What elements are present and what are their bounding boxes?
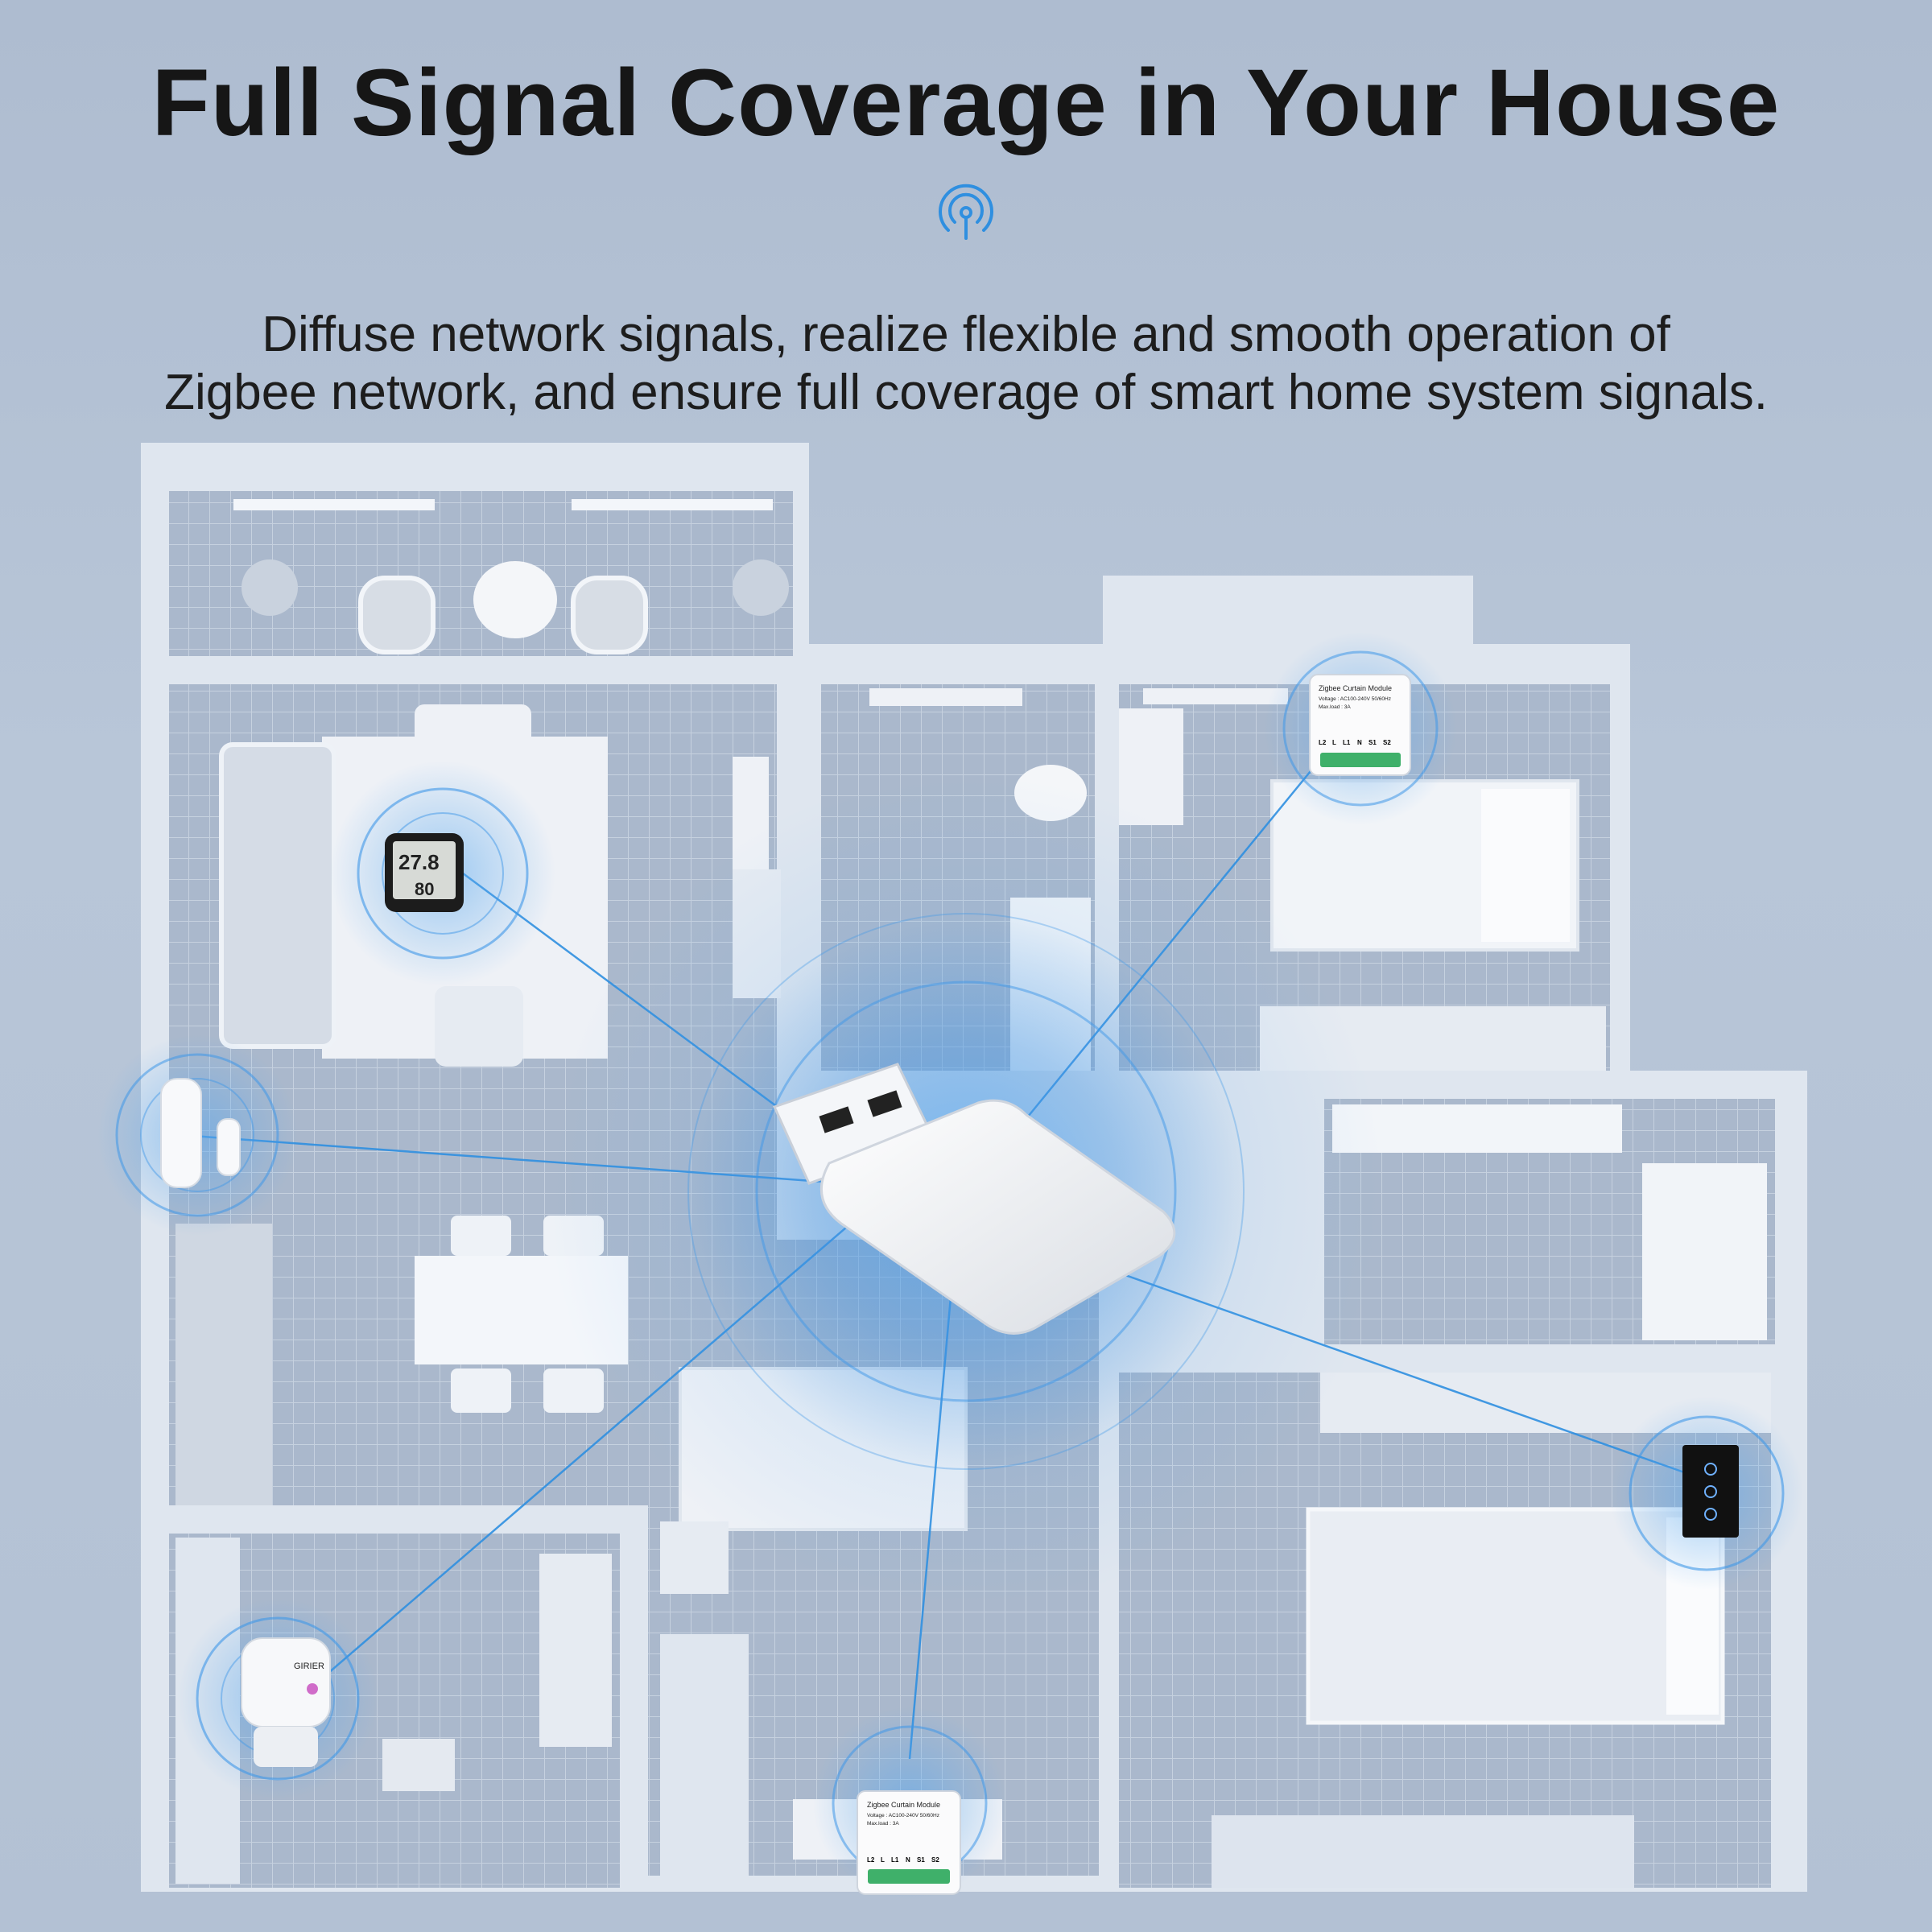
subtext-line-2: Zigbee network, and ensure full coverage… (164, 365, 1768, 420)
balcony (169, 491, 793, 656)
curtain-bottom-terminals: L2 L L1 N S1 S2 (867, 1856, 939, 1864)
smart-plug-brand: GIRIER (294, 1662, 324, 1671)
curtain-top-voltage: Voltage : AC100-240V 50/60Hz (1319, 696, 1391, 702)
terminal-label: L2 (867, 1856, 875, 1864)
curtain-bottom-title: Zigbee Curtain Module (867, 1801, 940, 1809)
curtain-top-terminals: L2 L L1 N S1 S2 (1319, 739, 1391, 746)
terminal-label: N (1357, 739, 1362, 746)
thermometer-temperature: 27.8 (398, 850, 440, 874)
terminal-label: S1 (1368, 739, 1377, 746)
bedroom-bottom (1119, 1373, 1771, 1888)
terminal-label: S2 (931, 1856, 939, 1864)
terminal-label: S1 (917, 1856, 925, 1864)
curtain-bottom-maxload: Max.load : 3A (867, 1821, 899, 1827)
curtain-top-title: Zigbee Curtain Module (1319, 684, 1392, 692)
terminal-label: L1 (1343, 739, 1351, 746)
curtain-module-top (1264, 632, 1457, 825)
curtain-top-maxload: Max.load : 3A (1319, 704, 1351, 710)
terminal-label: L1 (891, 1856, 899, 1864)
zigbee-usb-dongle (772, 1063, 1176, 1335)
terminal-label: L (1332, 739, 1336, 746)
closet-room (1324, 1099, 1775, 1344)
terminal-label: S2 (1383, 739, 1391, 746)
door-sensor-device (97, 1034, 298, 1236)
terminal-label: N (906, 1856, 910, 1864)
curtain-module-bottom (813, 1707, 1006, 1900)
curtain-bottom-voltage: Voltage : AC100-240V 50/60Hz (867, 1813, 939, 1818)
subtext: Diffuse network signals, realize flexibl… (80, 306, 1852, 422)
subtext-line-1: Diffuse network signals, realize flexibl… (262, 307, 1670, 362)
smart-plug-device (177, 1598, 378, 1799)
wall-switch-device (1610, 1397, 1803, 1590)
headline: Full Signal Coverage in Your House (151, 50, 1781, 156)
thermometer-device (330, 761, 555, 986)
terminal-label: L (881, 1856, 885, 1864)
terminal-label: L2 (1319, 739, 1327, 746)
thermometer-humidity: 80 (415, 879, 434, 899)
signal-broadcast-icon (939, 184, 993, 240)
